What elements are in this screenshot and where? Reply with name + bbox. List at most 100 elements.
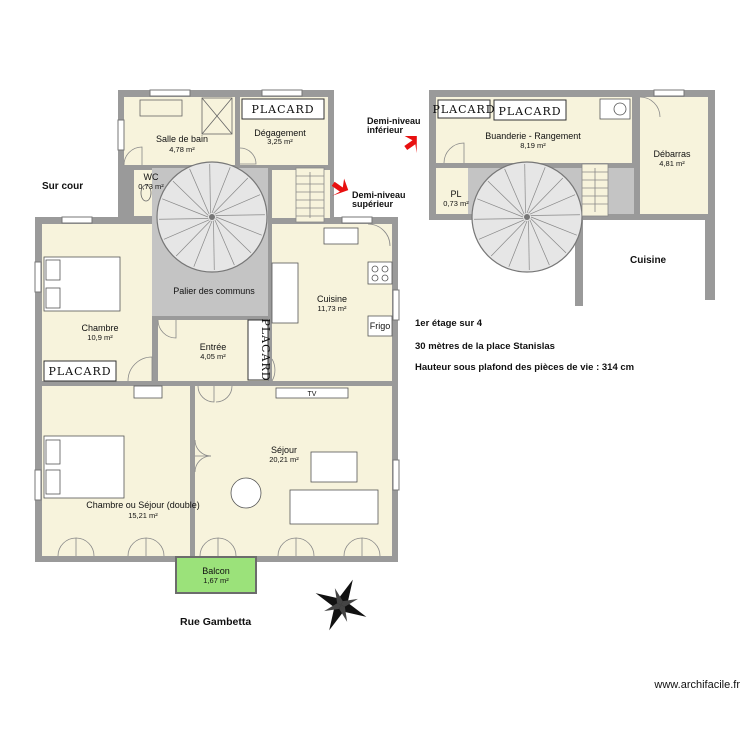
- label-chambre: Chambre: [81, 323, 118, 333]
- balcony: [175, 556, 257, 594]
- room-sejour: [195, 386, 392, 556]
- room-wc: [134, 170, 152, 216]
- placard-label-chambre: PLACARD: [48, 365, 111, 378]
- stair-tread: [162, 198, 209, 218]
- placard-label-split-1: PLACARD: [432, 103, 495, 116]
- label-salle-de-bain: Salle de bain: [156, 134, 208, 144]
- stair-tread: [530, 218, 567, 254]
- window-debarras: [653, 89, 685, 97]
- placard-entree: [247, 319, 269, 381]
- stair-tread: [209, 164, 211, 214]
- label-frigo: Frigo: [370, 321, 391, 331]
- area-sejour: 20,21 m²: [269, 455, 299, 464]
- stair-tread: [504, 168, 525, 215]
- label-cuisine: Cuisine: [317, 294, 347, 304]
- split-level: [429, 89, 715, 306]
- placard-labels: PLACARD PLACARD PLACARD PLACARD PLACARD: [48, 103, 561, 382]
- label-cuisine-side: Cuisine: [630, 255, 667, 266]
- placard-chambre: [43, 360, 117, 382]
- stair-tread: [508, 220, 528, 267]
- living-furniture: [133, 385, 379, 525]
- straight-stair-split: [581, 163, 609, 217]
- label-chambre-sejour: Chambre ou Séjour (double): [86, 500, 200, 510]
- utility-fixtures: [599, 98, 631, 120]
- area-balcon: 1,67 m²: [203, 576, 229, 585]
- area-chambre-sejour: 15,21 m²: [128, 511, 158, 520]
- stair-tread: [214, 219, 235, 266]
- label-wc: WC: [144, 172, 159, 182]
- windows: [34, 89, 400, 501]
- label-demi-sup-1: Demi-niveau: [352, 190, 406, 200]
- stair-tread: [490, 220, 526, 257]
- stair-tread: [159, 218, 209, 220]
- stair-tread: [528, 177, 564, 214]
- stair-tread: [528, 220, 530, 270]
- stair-tread: [529, 194, 576, 215]
- label-balcon: Balcon: [202, 566, 230, 576]
- stair-tread: [530, 216, 577, 236]
- stair-tread: [478, 219, 525, 240]
- wall-mid: [575, 218, 583, 306]
- area-buanderie: 8,19 m²: [520, 141, 546, 150]
- wall-right: [705, 218, 715, 300]
- stair-tread: [530, 214, 580, 216]
- placard-label-split-2: PLACARD: [498, 105, 561, 118]
- stair-tread: [213, 220, 215, 270]
- stair-tread: [487, 180, 524, 216]
- stair-tread: [163, 219, 210, 240]
- stair-tread: [193, 220, 213, 267]
- placard-split-2: [493, 99, 567, 121]
- room-labels: Salle de bain 4,78 m² Dégagement 3,25 m²…: [81, 128, 691, 585]
- label-demi-sup-2: supérieur: [352, 199, 394, 209]
- bed-chambre: [43, 256, 121, 312]
- door-swings-bottom: [57, 146, 391, 557]
- area-entree: 4,05 m²: [200, 352, 226, 361]
- spiral-staircase-split: [471, 161, 583, 273]
- label-tv: TV: [308, 391, 317, 398]
- room-salle-de-bain: [124, 97, 235, 165]
- room-debarras: [640, 97, 708, 214]
- stair-tread: [175, 220, 211, 257]
- stair-tread: [524, 164, 526, 214]
- area-cuisine: 11,73 m²: [317, 304, 347, 313]
- area-wc: 0,73 m²: [138, 182, 164, 191]
- label-sejour: Séjour: [271, 445, 297, 455]
- placard-split-1: [437, 99, 491, 119]
- main-apartment: [34, 89, 400, 594]
- area-pl: 0,73 m²: [443, 199, 469, 208]
- stair-tread: [474, 218, 524, 220]
- label-demi-inf-2: inférieur: [367, 125, 404, 135]
- label-pl: PL: [450, 189, 461, 199]
- info-line-2: 30 mètres de la place Stanislas: [415, 341, 555, 352]
- arrow-demi-inf: [404, 135, 417, 154]
- label-debarras: Débarras: [653, 149, 691, 159]
- info-line-3: Hauteur sous plafond des pièces de vie :…: [415, 362, 634, 373]
- bed-chambre-sejour: [43, 435, 125, 499]
- compass-rose: [315, 579, 367, 631]
- label-sur-cour: Sur cour: [42, 181, 83, 192]
- label-rue: Rue Gambetta: [180, 616, 251, 628]
- arrow-demi-sup: [331, 178, 349, 196]
- stair-tread: [215, 216, 262, 236]
- label-demi-inf-1: Demi-niveau: [367, 116, 421, 126]
- label-entree: Entrée: [200, 342, 227, 352]
- label-palier: Palier des communs: [173, 286, 255, 296]
- stair-tread: [215, 218, 252, 254]
- straight-stair-up: [295, 167, 325, 223]
- label-degagement: Dégagement: [254, 128, 306, 138]
- stair-tread: [477, 198, 524, 218]
- kitchen-fixtures: [271, 227, 393, 337]
- placard-label-entree: PLACARD: [259, 318, 272, 381]
- placard-degagement: [241, 98, 325, 120]
- stair-tread: [189, 168, 210, 215]
- area-chambre: 10,9 m²: [87, 333, 113, 342]
- stair-tread: [172, 180, 209, 216]
- stair-tread: [529, 219, 550, 266]
- stair-tread: [526, 167, 546, 214]
- stair-tread: [215, 214, 265, 216]
- door-swings-split: [443, 96, 661, 164]
- watermark: www.archifacile.fr: [653, 679, 740, 691]
- placard-label-degagement: PLACARD: [251, 103, 314, 116]
- area-debarras: 4,81 m²: [659, 159, 685, 168]
